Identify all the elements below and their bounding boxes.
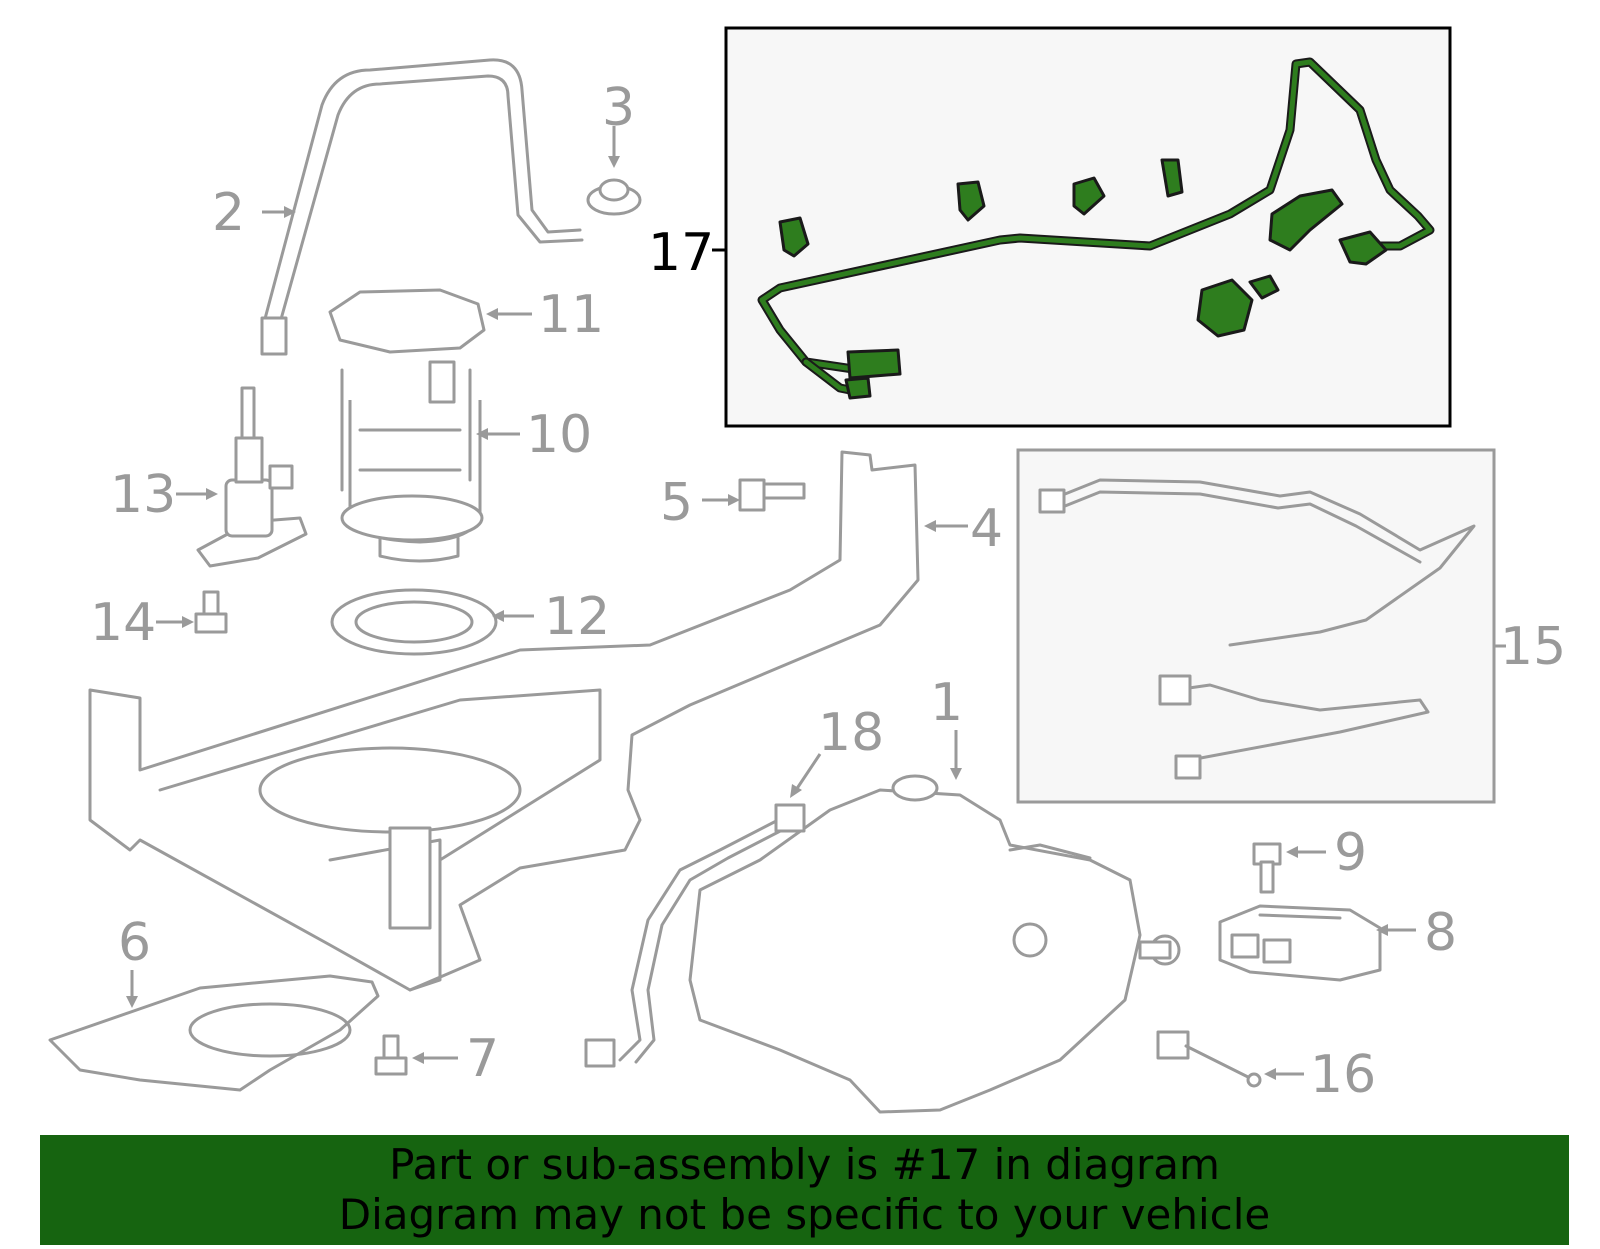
callout-5: 5: [660, 473, 693, 533]
info-banner: Part or sub-assembly is #17 in diagram D…: [40, 1135, 1569, 1245]
callout-10: 10: [526, 405, 592, 465]
callout-3: 3: [602, 78, 635, 138]
part-11-seal[interactable]: [328, 288, 486, 354]
part-1-fuel-tank[interactable]: [688, 774, 1181, 1114]
connector-g: [1196, 278, 1254, 338]
connector-i: [846, 348, 902, 380]
banner-line-2: Diagram may not be specific to your vehi…: [338, 1190, 1271, 1239]
callout-13: 13: [110, 465, 176, 525]
callout-6: 6: [118, 913, 151, 973]
part-6-heat-shield[interactable]: [48, 974, 380, 1092]
callout-12: 12: [544, 587, 610, 647]
connector-a: [778, 216, 810, 258]
callout-16: 16: [1310, 1045, 1376, 1105]
callout-14: 14: [90, 593, 156, 653]
callout-15: 15: [1500, 617, 1566, 677]
part-8-control-module[interactable]: [1218, 904, 1382, 982]
callout-9: 9: [1334, 823, 1367, 883]
callout-4: 4: [970, 499, 1003, 559]
part-13-vent-valve[interactable]: [196, 386, 308, 568]
callout-labels: 1 2 3 4 5 6 7 8 9 10 11 12 13 14 15 16 1…: [90, 78, 1566, 1105]
part-16-sensor[interactable]: [1156, 1030, 1262, 1088]
callout-arrows: [126, 126, 1506, 1080]
part-10-fuel-pump-module[interactable]: [340, 360, 484, 563]
part-17-highlight-box: [724, 26, 1452, 428]
part-5-bolt[interactable]: [738, 478, 806, 512]
callout-8: 8: [1424, 903, 1457, 963]
connector-f: [1338, 230, 1388, 266]
callout-7: 7: [466, 1029, 499, 1089]
connector-d: [1160, 158, 1184, 198]
connector-c: [1072, 176, 1106, 216]
callout-18: 18: [818, 703, 884, 763]
part-4-skid-plate[interactable]: [88, 450, 920, 992]
connector-h: [1248, 274, 1280, 300]
connector-b: [956, 180, 986, 222]
connector-e: [1268, 188, 1344, 252]
part-17-wiring-harness[interactable]: [757, 57, 1435, 400]
part-15-vapor-lines-box[interactable]: [1016, 448, 1496, 804]
part-12-lock-ring[interactable]: [330, 588, 498, 656]
part-9-bolt[interactable]: [1252, 842, 1282, 894]
part-7-bolt[interactable]: [374, 1034, 408, 1076]
callout-17: 17: [648, 223, 714, 283]
callout-11: 11: [538, 285, 604, 345]
part-18-fill-hose[interactable]: [584, 803, 806, 1068]
callout-2: 2: [212, 183, 245, 243]
banner-line-1: Part or sub-assembly is #17 in diagram: [389, 1140, 1220, 1189]
connector-j: [844, 376, 872, 400]
part-3-grommet[interactable]: [586, 178, 642, 216]
part-2-tank-strap[interactable]: [260, 58, 584, 356]
part-14-bolt[interactable]: [194, 590, 228, 634]
callout-1: 1: [930, 673, 963, 733]
